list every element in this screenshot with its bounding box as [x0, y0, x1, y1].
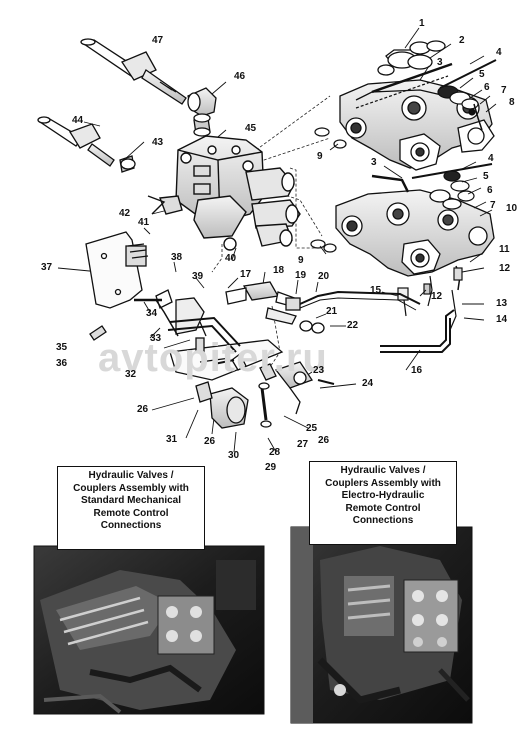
callout-30: 30 [228, 450, 240, 461]
callout-22: 22 [347, 320, 359, 331]
callout-45: 45 [245, 123, 257, 134]
callout-47: 47 [152, 35, 164, 46]
callout-33: 33 [150, 333, 162, 344]
callout-31: 31 [166, 434, 178, 445]
bottom-block-and-bolts [195, 353, 272, 429]
hose-44 [37, 116, 115, 167]
callout-41: 41 [138, 217, 150, 228]
callout-23: 23 [313, 365, 325, 376]
left-photo [33, 545, 265, 715]
callout-12: 12 [499, 263, 511, 274]
caption-line: Hydraulic Valves / [340, 465, 426, 476]
callout-15: 15 [370, 285, 382, 296]
hard-line-16 [380, 309, 455, 353]
main-valve-stack [147, 135, 301, 251]
callout-34: 34 [146, 308, 158, 319]
callout-46: 46 [234, 71, 246, 82]
callout-20: 20 [318, 271, 330, 282]
callout-2: 2 [459, 35, 465, 46]
callout-3-lower: 3 [371, 157, 377, 168]
callout-5: 5 [479, 69, 485, 80]
callout-26-middle: 26 [204, 436, 216, 447]
callout-4: 4 [496, 47, 502, 58]
callout-8: 8 [509, 97, 515, 108]
callout-6-lower: 6 [487, 185, 493, 196]
caption-line: Couplers Assembly with [325, 477, 441, 489]
callout-28: 28 [269, 447, 281, 458]
callout-32: 32 [125, 369, 137, 380]
callout-13: 13 [496, 298, 508, 309]
caption-line: Electro-Hydraulic [341, 490, 425, 501]
callout-9: 9 [317, 151, 323, 162]
hose-47 [80, 38, 187, 105]
callout-9-lower: 9 [298, 255, 304, 266]
mounting-bracket-37 [85, 231, 149, 309]
callout-19: 19 [295, 270, 307, 281]
right-photo [290, 526, 473, 724]
lower-valve-hardware [310, 163, 493, 331]
callout-38: 38 [171, 252, 183, 263]
caption-line: Connections [352, 515, 414, 526]
callout-5-lower: 5 [483, 171, 489, 182]
callout-11: 11 [499, 244, 510, 255]
callout-26: 26 [137, 404, 149, 415]
upper-valve-hardware [314, 59, 497, 149]
callout-35: 35 [56, 342, 68, 353]
callout-25: 25 [306, 423, 318, 434]
callout-6: 6 [484, 82, 490, 93]
callout-37: 37 [41, 262, 53, 273]
caption-electro-hydraulic: Hydraulic Valves / Couplers Assembly wit… [309, 461, 457, 545]
lower-plate-and-lines [89, 289, 284, 381]
caption-line: Remote Control [345, 502, 421, 514]
lower-valve-body [335, 189, 495, 277]
caption-line: Connections [100, 520, 162, 531]
callout-40: 40 [225, 253, 237, 264]
coupler-and-spool [225, 281, 421, 415]
callout-16: 16 [411, 365, 423, 376]
callout-43: 43 [152, 137, 164, 148]
caption-line: Standard Mechanical [80, 495, 182, 506]
callout-3: 3 [437, 57, 443, 68]
callout-39: 39 [192, 271, 204, 282]
callout-29: 29 [265, 462, 277, 473]
callout-14: 14 [496, 314, 508, 325]
callout-21: 21 [326, 306, 338, 317]
callout-17: 17 [240, 269, 252, 280]
caption-line: Hydraulic Valves / [88, 470, 174, 481]
callout-36: 36 [56, 358, 68, 369]
callout-24: 24 [362, 378, 374, 389]
callout-27: 27 [297, 439, 309, 450]
callout-18: 18 [273, 265, 285, 276]
callout-42: 42 [119, 208, 131, 219]
callout-44: 44 [72, 115, 84, 126]
callout-7: 7 [501, 85, 507, 96]
caption-line: Couplers Assembly with [73, 482, 189, 494]
callout-12-lower: 12 [431, 291, 443, 302]
top-fittings [119, 87, 217, 173]
callout-10: 10 [506, 203, 518, 214]
callout-4-lower: 4 [488, 153, 494, 164]
caption-mechanical: Hydraulic Valves / Couplers Assembly wit… [57, 466, 205, 550]
callout-26-right: 26 [318, 435, 330, 446]
caption-line: Remote Control [93, 507, 169, 519]
callout-1: 1 [419, 18, 425, 29]
callout-7-lower: 7 [490, 200, 496, 211]
